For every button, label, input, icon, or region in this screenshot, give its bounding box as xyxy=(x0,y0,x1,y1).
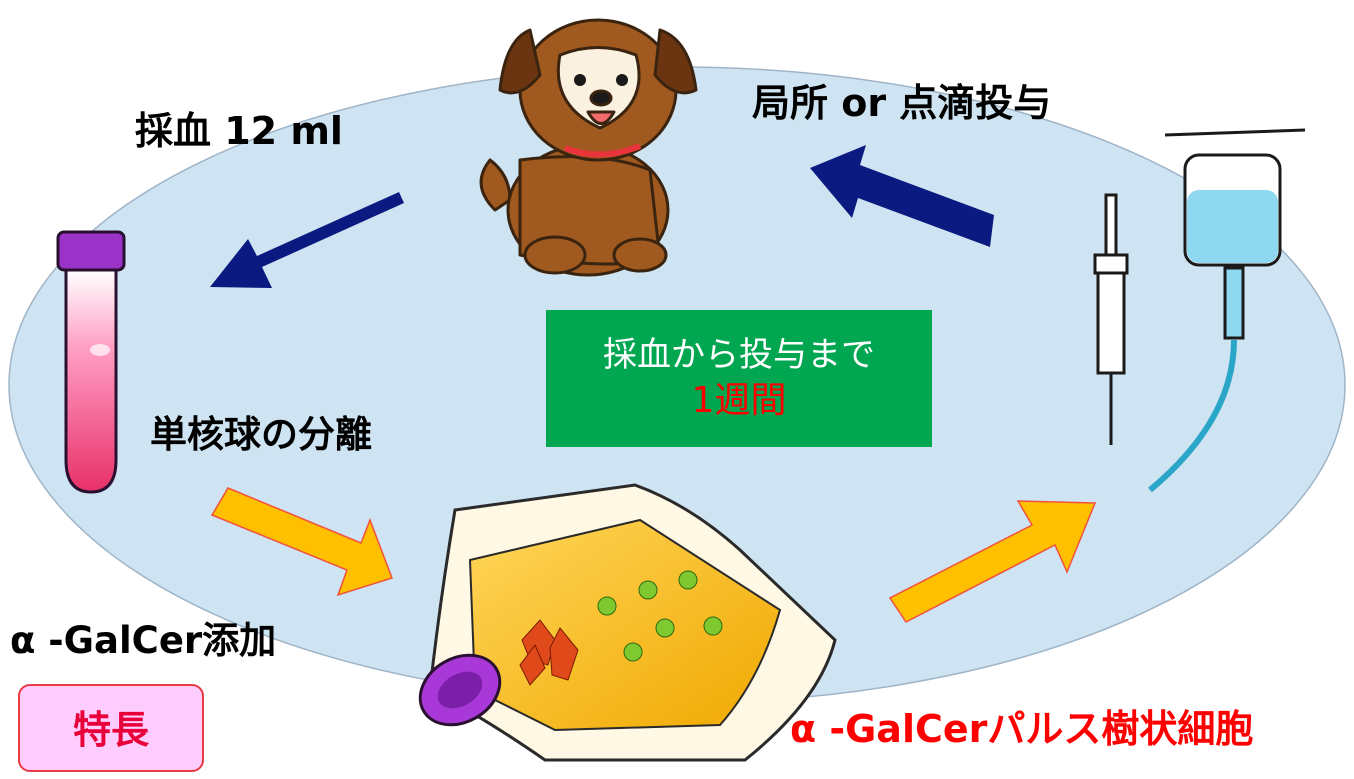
syringe-icon xyxy=(1093,193,1129,445)
administration-label: 局所 or 点滴投与 xyxy=(752,81,1052,125)
duration-caption: 採血から投与まで xyxy=(603,335,875,375)
feature-badge-label: 特長 xyxy=(72,708,149,752)
separation-label: 単核球の分離 xyxy=(150,413,372,456)
feature-badge: 特長 xyxy=(18,684,204,772)
arrow-flask-to-admin xyxy=(888,500,1097,623)
galcer-addition-label: α -GalCer添加 xyxy=(10,619,277,662)
dog-illustration xyxy=(479,18,698,277)
duration-value: 1週間 xyxy=(691,380,787,421)
arrow-admin-to-dog xyxy=(810,145,994,247)
iv-drip-icon xyxy=(1148,128,1306,493)
duration-box: 採血から投与まで 1週間 xyxy=(546,310,932,447)
blood-tube-icon xyxy=(56,230,126,494)
pulsed-dendritic-cell-label: α -GalCerパルス樹状細胞 xyxy=(790,707,1254,751)
arrow-tube-to-flask xyxy=(210,487,393,597)
culture-flask-icon xyxy=(418,483,837,762)
blood-draw-label: 採血 12 ml xyxy=(135,109,343,153)
arrow-blood-to-tube xyxy=(210,192,404,288)
